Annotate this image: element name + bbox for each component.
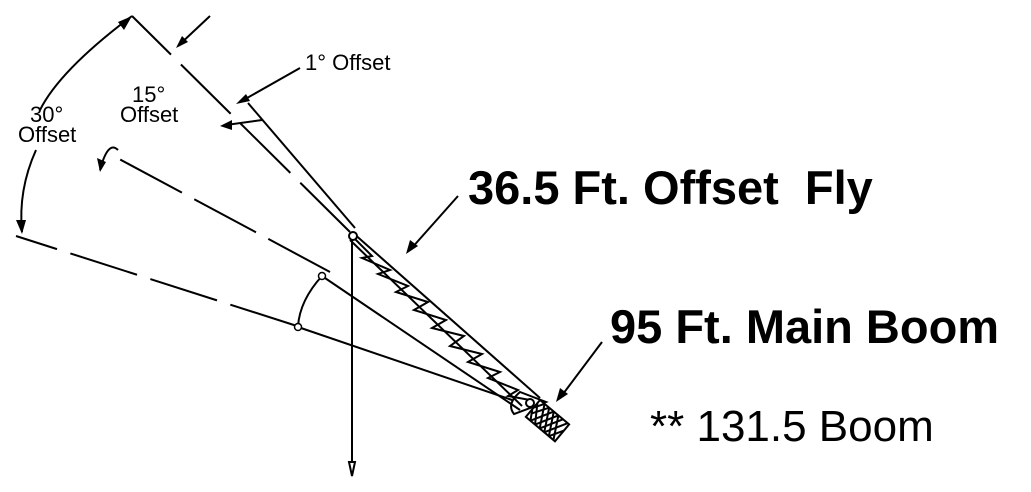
label-15deg-offset: Offset [120, 102, 178, 127]
label-1deg-offset: 1° Offset [305, 50, 390, 75]
boom-chord-lower [349, 239, 523, 407]
arrow-icon [176, 36, 188, 48]
fly-guide-line-2 [297, 326, 513, 401]
arrow-icon [556, 388, 568, 402]
offset-lines [15, 15, 521, 411]
label-30deg-offset: Offset [18, 122, 76, 147]
label-offset-fly: 36.5 Ft. Offset Fly [468, 161, 873, 214]
arrow-icon [97, 158, 106, 172]
main-boom [347, 231, 571, 477]
boom-foot [510, 390, 549, 416]
dimension-arcs [16, 15, 327, 332]
fly-leader-line [409, 195, 459, 251]
boom-butt-hatch [529, 402, 568, 441]
arrow-icon [118, 16, 132, 30]
arrow-icon [406, 240, 418, 254]
leader-lines [406, 195, 603, 402]
arc-30-lower [20, 149, 37, 233]
arrow-icon [236, 94, 250, 104]
offset-line-15deg [107, 152, 331, 273]
boom-lattice [351, 235, 531, 401]
arrow-icon [220, 120, 232, 130]
label-30deg: 30° [30, 102, 63, 127]
label-main-boom: 95 Ft. Main Boom [610, 300, 999, 353]
offset-line-1deg-inner [247, 102, 356, 229]
boom-tip-sheave [348, 231, 358, 241]
label-total-boom: ** 131.5 Boom [650, 402, 934, 451]
arrow-icon [16, 220, 26, 234]
pivot-point [293, 322, 303, 332]
boom-foot-pin [525, 398, 535, 408]
main-boom-leader-line [559, 341, 603, 399]
fly-guide-line-1 [321, 275, 521, 411]
arc-30-upper [39, 15, 133, 111]
offset-line-1deg [131, 15, 351, 233]
hook-icon [347, 461, 357, 477]
offset-line-30deg [15, 235, 298, 327]
arc-1-tick-top [239, 67, 301, 103]
pivot-point [317, 271, 327, 281]
label-15deg: 15° [132, 82, 165, 107]
fly-pivot-arc [297, 275, 323, 327]
boom-chord-upper [351, 231, 541, 399]
